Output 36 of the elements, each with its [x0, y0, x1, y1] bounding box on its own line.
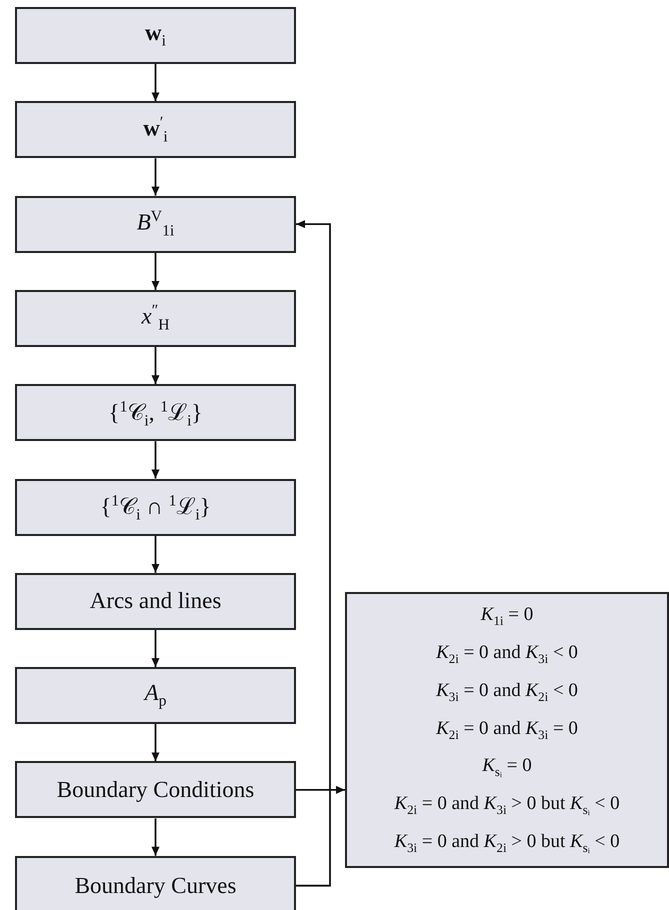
- process-box: [15, 856, 296, 910]
- arrow: [296, 786, 345, 794]
- arrow: [152, 252, 160, 290]
- arrow: [152, 158, 160, 196]
- arrow: [152, 630, 160, 668]
- condition-text: K$_{2i}$ = 0 and K$_{3i}$ = 0: [436, 718, 578, 742]
- box-label: Boundary Conditions: [56, 776, 254, 803]
- box-label: w$_{i}$: [145, 20, 166, 51]
- arrow: [152, 818, 160, 856]
- box-label: Boundary Curves: [74, 872, 236, 899]
- arrow: [152, 724, 160, 762]
- process-box: [15, 478, 296, 536]
- condition-text: K$_{3i}$ = 0 and K$_{2i}$ < 0: [436, 680, 578, 705]
- box-label: {$^{1}$𝒞$_{i}$, $^{1}$ℒ$_{i}$}: [108, 397, 202, 430]
- process-box: [15, 384, 296, 442]
- process-box: [15, 290, 296, 347]
- process-box: [15, 761, 296, 818]
- box-label: {$^{1}$𝒞$_{i}$ ∩ $^{1}$ℒ$_{i}$}: [100, 492, 211, 525]
- condition-text: K$_{3i}$ = 0 and K$_{2i}$ > 0 but K$_{sᵢ}$ < 0: [394, 830, 620, 856]
- condition-text: K$_{2i}$ = 0 and K$_{3i}$ < 0: [436, 642, 578, 667]
- conditions-box: [345, 592, 669, 868]
- process-box: [15, 572, 296, 630]
- process-box: [15, 667, 296, 724]
- arrow: [296, 220, 331, 887]
- process-box: [15, 196, 296, 253]
- arrow: [152, 536, 160, 573]
- box-label: Arcs and lines: [90, 588, 222, 614]
- arrow: [152, 64, 160, 102]
- condition-text: K$_{1i}$ = 0: [480, 604, 534, 630]
- process-box: [15, 101, 296, 158]
- condition-text: K$_{sᵢ}$ = 0: [482, 755, 532, 780]
- condition-text: K$_{2i}$ = 0 and K$_{3i}$ > 0 but K$_{sᵢ}$ < 0: [394, 792, 620, 818]
- box-label: A$_{p}$: [144, 680, 166, 711]
- arrow: [152, 346, 160, 384]
- arrow: [152, 441, 160, 478]
- process-box: [15, 7, 296, 64]
